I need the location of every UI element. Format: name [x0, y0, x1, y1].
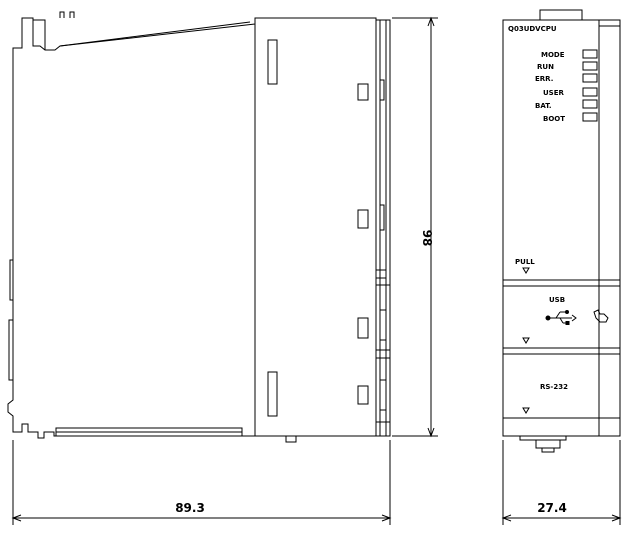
rs232-triangle-icon [522, 407, 530, 414]
side-connector-7 [380, 379, 387, 411]
side-window-1 [357, 83, 369, 101]
side-connector-5 [380, 309, 387, 341]
led-box-run [582, 61, 598, 71]
led-label-user: USER [543, 89, 565, 97]
side-window-3 [357, 317, 369, 339]
front-top-latch [539, 9, 583, 20]
drawing-text: 98 89.3 27.4 Q03UDVCPU MODE RUN ERR. USE… [175, 25, 568, 515]
side-connector-2 [380, 204, 385, 231]
usb-label: USB [549, 296, 565, 304]
side-connector-6 [376, 357, 390, 423]
front-model-label: Q03UDVCPU [508, 25, 557, 33]
side-window-2 [357, 209, 369, 229]
side-height-label: 98 [420, 230, 434, 247]
led-label-boot: BOOT [543, 115, 565, 123]
led-label-mode: MODE [541, 51, 565, 59]
led-box-mode [582, 49, 598, 59]
side-width-arrow-left [11, 514, 22, 522]
front-bottom-connector [519, 436, 567, 441]
side-bottom-foot [285, 436, 297, 443]
front-bottom-nub [541, 447, 555, 453]
led-box-boot [582, 112, 598, 122]
front-width-arrow-right [611, 514, 622, 522]
side-width-label: 89.3 [175, 501, 205, 515]
front-top-right-tab [598, 19, 621, 27]
side-connector-1 [380, 79, 385, 101]
side-left-rib-2 [8, 319, 13, 381]
led-box-user [582, 87, 598, 97]
front-width-arrow-left [501, 514, 512, 522]
side-top-slope [59, 21, 251, 47]
front-view [501, 9, 622, 525]
front-width-label: 27.4 [537, 501, 567, 515]
side-window-4 [357, 385, 369, 405]
side-view [7, 11, 438, 525]
usb-triangle-icon [522, 337, 530, 344]
usb-trident-icon [545, 310, 577, 325]
led-label-bat: BAT. [535, 102, 552, 110]
front-body-outline [502, 19, 621, 437]
rs232-label: RS-232 [540, 383, 568, 391]
side-slot-1 [267, 39, 278, 85]
side-height-arrow-bottom [427, 427, 435, 438]
front-bottom-foot [535, 440, 561, 449]
led-label-run: RUN [537, 63, 554, 71]
hand-icon [593, 309, 609, 323]
side-slot-2 [267, 371, 278, 417]
led-label-err: ERR. [535, 75, 553, 83]
side-connector-3 [376, 269, 387, 279]
side-top-latch [59, 11, 75, 18]
side-body-outline [7, 17, 391, 439]
side-top-inner [33, 19, 46, 50]
side-height-arrow-top [427, 16, 435, 27]
side-left-rib-1 [9, 259, 13, 301]
pull-triangle-icon [522, 267, 530, 274]
led-box-bat [582, 99, 598, 109]
side-connector-4 [376, 284, 390, 351]
led-box-err [582, 73, 598, 83]
side-width-arrow-right [381, 514, 392, 522]
pull-label: PULL [515, 258, 535, 266]
